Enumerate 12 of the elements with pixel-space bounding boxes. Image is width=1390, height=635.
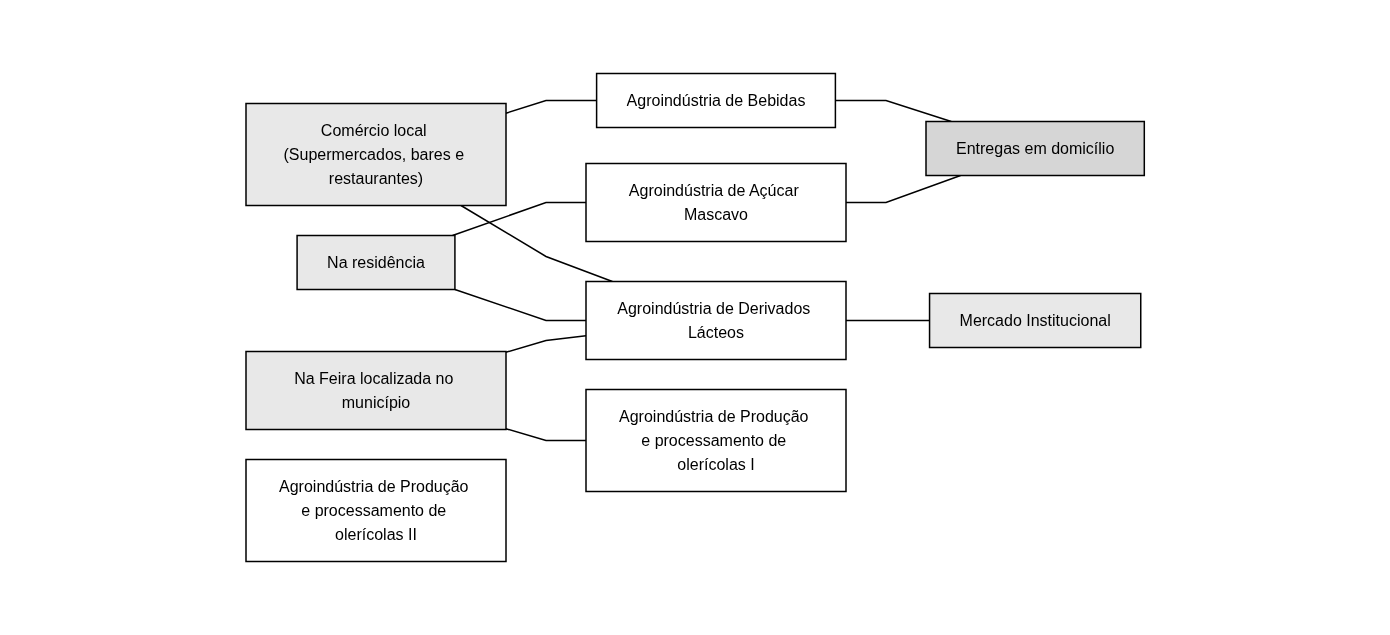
connector xyxy=(845,174,962,204)
node-box: Entregas em domicílio xyxy=(925,120,1145,177)
node-box: Agroindústria de Açúcar Mascavo xyxy=(585,162,847,243)
connector xyxy=(460,204,613,283)
node-box: Agroindústria de Produção e processamento de olerícolas I xyxy=(585,388,847,493)
node-box: Na Feira localizada no município xyxy=(245,350,507,431)
node-box: Agroindústria de Bebidas xyxy=(595,72,836,129)
node-box: Agroindústria de Produção e processamento de olerícolas II xyxy=(245,458,507,563)
node-box: Mercado Institucional xyxy=(928,292,1142,349)
node-box: Comércio local (Supermercados, bares e restaurantes) xyxy=(245,102,507,207)
node-box: Agroindústria de Derivados Lácteos xyxy=(585,280,847,361)
node-box: Na residência xyxy=(296,234,456,291)
